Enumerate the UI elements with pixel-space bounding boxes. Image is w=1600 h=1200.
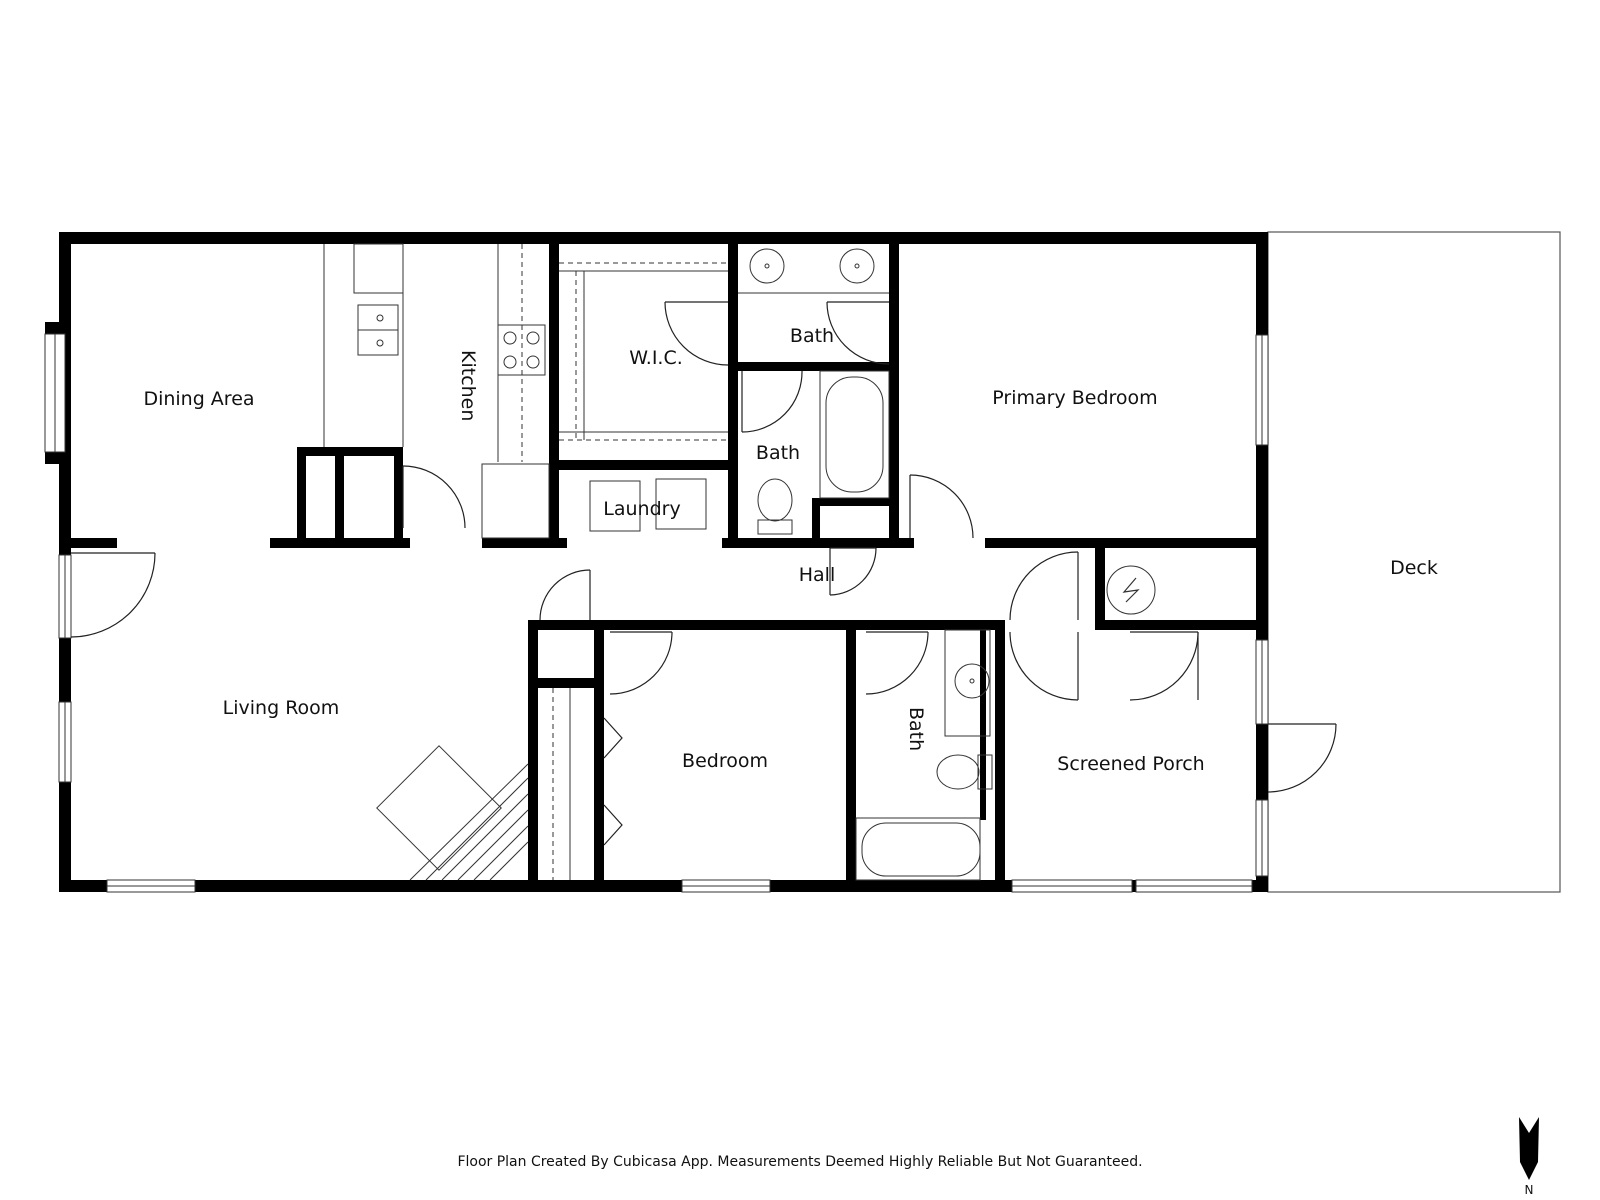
- label-screened-porch: Screened Porch: [1057, 753, 1204, 775]
- label-wic: W.I.C.: [629, 347, 683, 369]
- stairs: [376, 745, 529, 881]
- doors: [70, 301, 1337, 846]
- label-hall: Hall: [799, 564, 836, 586]
- label-dining-area: Dining Area: [143, 388, 254, 410]
- interior-walls: [59, 232, 1268, 892]
- label-bath-middle: Bath: [756, 442, 800, 464]
- label-kitchen: Kitchen: [457, 350, 479, 421]
- label-primary-bedroom: Primary Bedroom: [992, 387, 1157, 409]
- north-arrow-icon: [1519, 1117, 1539, 1180]
- label-bath-upper: Bath: [790, 325, 834, 347]
- label-laundry: Laundry: [603, 498, 680, 520]
- electrical-panel-icon: [1106, 565, 1156, 615]
- fixtures: [323, 243, 1156, 881]
- label-bedroom: Bedroom: [682, 750, 768, 772]
- footer-disclaimer: Floor Plan Created By Cubicasa App. Meas…: [457, 1154, 1143, 1170]
- label-deck: Deck: [1390, 557, 1438, 579]
- label-bath-lower: Bath: [905, 707, 927, 751]
- label-living-room: Living Room: [223, 697, 340, 719]
- exterior-walls: [45, 232, 1268, 892]
- windows: [44, 333, 1269, 893]
- north-label: N: [1525, 1183, 1534, 1197]
